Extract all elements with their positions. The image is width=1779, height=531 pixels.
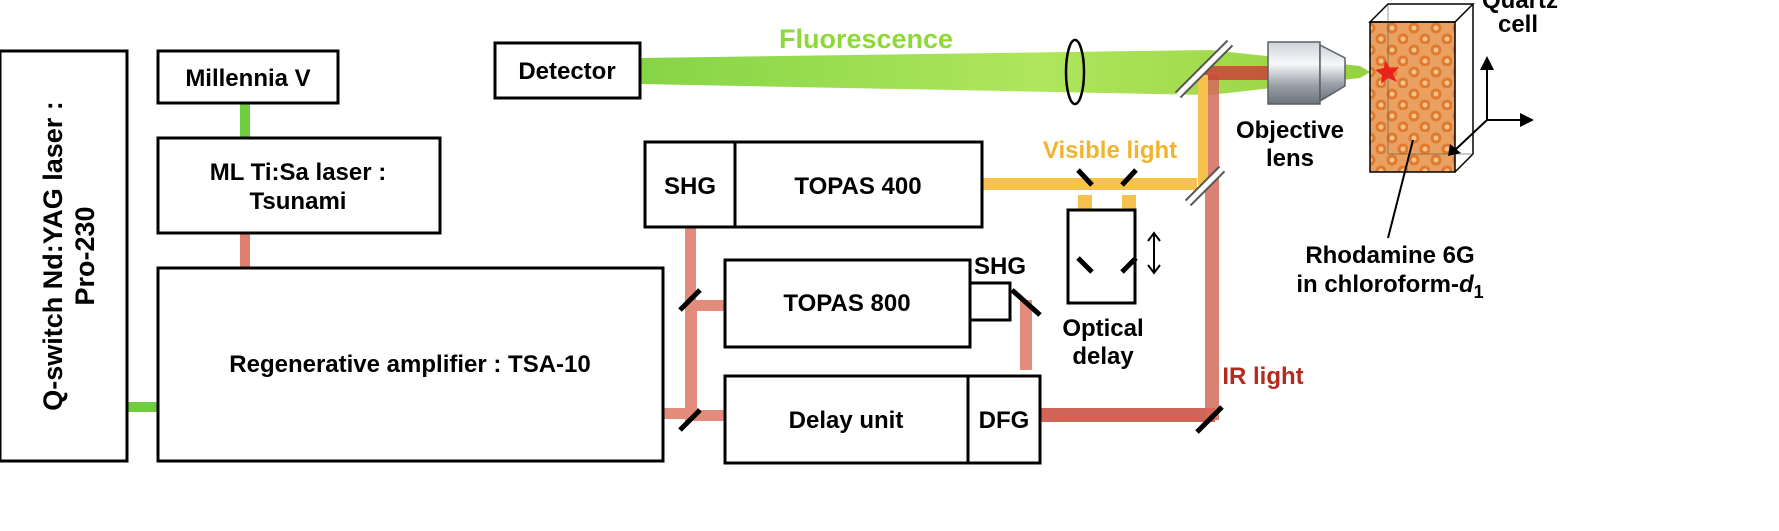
- quartz-cell: [1368, 3, 1475, 173]
- pump-beam-qswitch: [127, 402, 160, 412]
- shg-right-box: [968, 281, 1012, 322]
- qswitch-laser-label-line1: Q-switch Nd:YAG laser :: [38, 101, 68, 411]
- optical-delay-box: [1066, 208, 1137, 305]
- ir-pump-beams: [663, 228, 1032, 421]
- qswitch-laser-box: [0, 49, 129, 463]
- delay-motion-arrow: [1147, 231, 1161, 275]
- coordinate-axes: [1448, 56, 1534, 156]
- shg-left-label: SHG: [664, 173, 716, 200]
- topas800-box: [723, 258, 972, 349]
- topas400-box: [643, 140, 984, 229]
- ti-sa-laser-label-line2: Tsunami: [250, 188, 347, 215]
- topas400-label: TOPAS 400: [794, 173, 921, 200]
- sample-label-line2: in chloroform-d1: [1296, 271, 1483, 302]
- seed-beam: [240, 233, 250, 268]
- detector-box: [493, 41, 642, 100]
- optical-delay-label-line2: delay: [1072, 343, 1134, 370]
- objective-lens-label-line2: lens: [1266, 145, 1314, 172]
- millennia-label: Millennia V: [185, 65, 310, 92]
- delay-unit-box: [723, 374, 1042, 465]
- visible-light-label: Visible light: [1043, 137, 1177, 164]
- ir-output-beam: [1040, 66, 1280, 422]
- regen-amp-label: Regenerative amplifier : TSA-10: [229, 351, 590, 378]
- ir-light-label: IR light: [1222, 363, 1303, 390]
- qswitch-laser-label-line2: Pro-230: [70, 206, 100, 305]
- ir-steering-mirrors: [678, 288, 1224, 434]
- objective-lens: [1267, 41, 1346, 105]
- detector-label: Detector: [518, 58, 615, 85]
- topas800-label: TOPAS 800: [783, 290, 910, 317]
- regen-amp-box: [156, 266, 665, 463]
- quartz-cell-label-line2: cell: [1498, 11, 1538, 38]
- collection-lens: [1064, 38, 1086, 106]
- sample-label-line1: Rhodamine 6G: [1305, 242, 1474, 269]
- quartz-cell-label-line1: Quartz: [1482, 0, 1558, 14]
- fluorescence-label: Fluorescence: [779, 24, 953, 54]
- delay-unit-label: Delay unit: [789, 407, 904, 434]
- dichroic-mirrors: [1174, 39, 1234, 207]
- focal-spot-icon: [1375, 60, 1399, 84]
- pump-beam-millennia: [240, 103, 250, 138]
- ti-sa-laser-label-line1: ML Ti:Sa laser :: [210, 159, 387, 186]
- objective-lens-label-line1: Objective: [1236, 117, 1344, 144]
- millennia-box: [156, 49, 340, 105]
- ti-sa-laser-box: [156, 136, 442, 235]
- optical-delay-label-line1: Optical: [1062, 315, 1143, 342]
- sample-pointer: [1387, 139, 1414, 239]
- optical-delay-mirrors: [1076, 168, 1138, 274]
- dfg-label: DFG: [979, 407, 1030, 434]
- shg-right-label: SHG: [974, 253, 1026, 280]
